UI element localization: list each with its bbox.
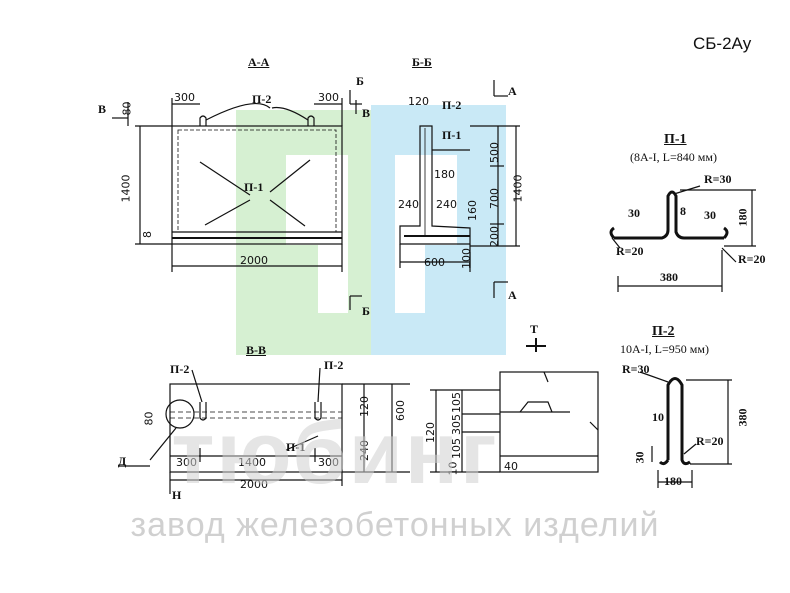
p2-detail-title: П-2 bbox=[652, 324, 675, 339]
dim-160: 160 bbox=[466, 200, 479, 221]
dim-40: 40 bbox=[504, 460, 518, 473]
p2-detail-spec: 10А-I, L=950 мм) bbox=[620, 342, 709, 356]
bb-profile bbox=[399, 125, 471, 245]
vv-outline bbox=[169, 383, 343, 473]
marker-d: Д bbox=[118, 454, 127, 468]
aa-outline bbox=[171, 125, 343, 245]
bb-part-p2: П-2 bbox=[442, 98, 462, 112]
dim-2000-vv: 2000 bbox=[240, 478, 268, 491]
dim-200: 200 bbox=[488, 226, 501, 247]
dim-80: 80 bbox=[120, 101, 134, 116]
dim-100: 100 bbox=[460, 248, 473, 269]
p1-r20-left: R=20 bbox=[616, 244, 644, 258]
p1-d180: 180 bbox=[735, 208, 750, 227]
watermark-tagline: завод железобетонных изделий bbox=[130, 506, 660, 544]
dim-1400-vv: 1400 bbox=[238, 456, 266, 469]
p2-shape bbox=[666, 377, 691, 466]
dim-300-vv-right: 300 bbox=[318, 456, 339, 469]
marker-v-left: В bbox=[98, 102, 107, 116]
dim-700: 700 bbox=[488, 188, 501, 209]
p1-r30: R=30 bbox=[704, 172, 732, 186]
marker-a-bottom: А bbox=[508, 288, 517, 302]
marker-v-right: В bbox=[362, 106, 371, 120]
dim-2000-aa: 2000 bbox=[240, 254, 268, 267]
bb-part-p1: П-1 bbox=[442, 128, 462, 142]
p1-detail-spec: (8А-I, L=840 мм) bbox=[630, 150, 717, 164]
dim-240-left: 240 bbox=[398, 198, 419, 211]
watermark-brand: тюбинг bbox=[171, 403, 499, 502]
drawing-code: СБ-2Ау bbox=[693, 34, 752, 53]
p2-d10: 10 bbox=[652, 410, 664, 424]
vv-part-p2-right: П-2 bbox=[324, 358, 344, 372]
p1-d30-right: 30 bbox=[704, 208, 716, 222]
aa-part-p1: П-1 bbox=[244, 180, 264, 194]
p2-r30: R=30 bbox=[622, 362, 650, 376]
dim-120: 120 bbox=[408, 95, 429, 108]
detail-d-circle bbox=[165, 399, 195, 429]
marker-a-top: А bbox=[508, 84, 517, 98]
section-aa-title: А-А bbox=[248, 55, 270, 69]
aa-part-p2: П-2 bbox=[252, 92, 272, 106]
dim-240-right: 240 bbox=[436, 198, 457, 211]
dim-600-bb: 600 bbox=[424, 256, 445, 269]
dim-180-bb: 180 bbox=[434, 168, 455, 181]
section-vv-title: В-В bbox=[246, 343, 267, 357]
dim-300-vv-left: 300 bbox=[176, 456, 197, 469]
p1-d8: 8 bbox=[680, 204, 686, 218]
p2-r20: R=20 bbox=[696, 434, 724, 448]
dim-1400-right: 1400 bbox=[511, 174, 525, 203]
p1-r20-right: R=20 bbox=[738, 252, 766, 266]
marker-t: Т bbox=[530, 322, 539, 336]
section-bb-title: Б-Б bbox=[412, 55, 432, 69]
marker-h: Н bbox=[172, 488, 182, 502]
p1-d380: 380 bbox=[660, 270, 678, 284]
dim-500: 500 bbox=[488, 142, 501, 163]
p2-d380: 380 bbox=[735, 408, 750, 427]
marker-b-top: Б bbox=[356, 74, 364, 88]
marker-b-bottom: Б bbox=[362, 304, 370, 318]
dim-300-right: 300 bbox=[318, 91, 339, 104]
dim-300-left: 300 bbox=[174, 91, 195, 104]
p1-shape bbox=[614, 190, 724, 240]
vv-part-p1: П-1 bbox=[286, 440, 306, 454]
p1-detail-title: П-1 bbox=[664, 132, 687, 147]
dim-1400-left: 1400 bbox=[119, 174, 133, 203]
dim-8: 8 bbox=[141, 231, 154, 238]
p2-d180: 180 bbox=[664, 474, 682, 488]
vv-part-p2-left: П-2 bbox=[170, 362, 190, 376]
t-view-outline bbox=[499, 371, 599, 473]
p1-d30-left: 30 bbox=[628, 206, 640, 220]
